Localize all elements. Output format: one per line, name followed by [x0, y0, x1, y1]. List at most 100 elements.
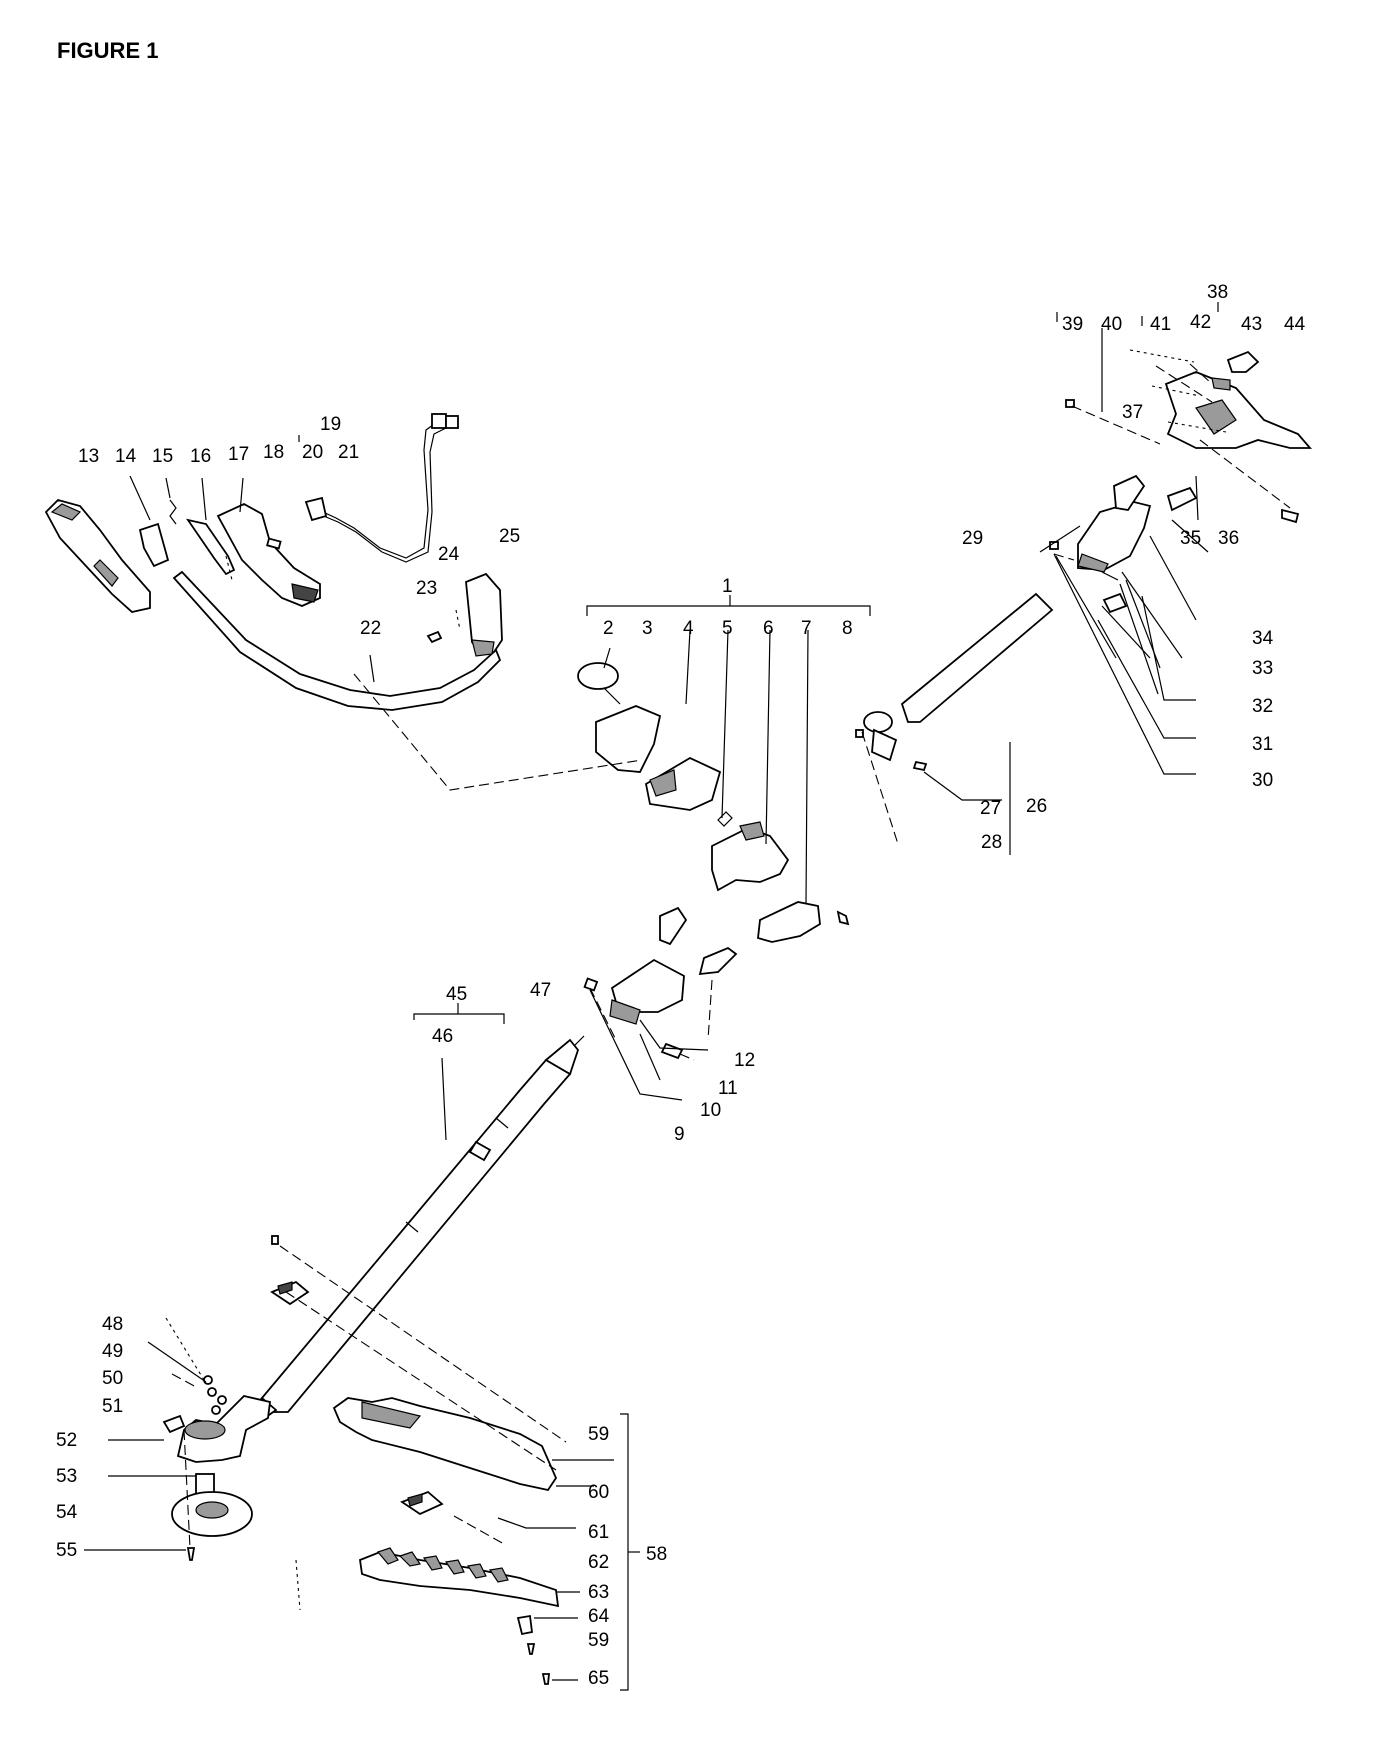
label-part-41: 41 — [1150, 314, 1171, 335]
spring-5 — [717, 811, 733, 827]
part-labels: 1 2 3 4 5 6 7 8 9 10 11 12 13 14 15 16 1… — [56, 282, 1306, 1689]
label-part-61: 61 — [588, 1522, 609, 1543]
label-part-31: 31 — [1252, 734, 1273, 755]
label-part-37: 37 — [1122, 402, 1143, 423]
shaft-insert-left — [659, 906, 688, 946]
shaft-housing-cover — [757, 901, 821, 943]
leader-lines — [84, 302, 1219, 1691]
label-part-24: 24 — [438, 544, 460, 565]
assembly-guide-lines — [165, 349, 1291, 1611]
label-part-1: 1 — [722, 576, 733, 597]
label-part-28: 28 — [981, 832, 1002, 853]
label-part-34: 34 — [1252, 628, 1274, 649]
nut-9 — [583, 977, 599, 992]
label-part-50: 50 — [102, 1368, 123, 1389]
bolt-32 — [1101, 571, 1119, 581]
throttle-lever — [185, 518, 236, 576]
insert-35 — [1113, 474, 1146, 511]
gear-head — [162, 1395, 271, 1463]
small-nut-39 — [1065, 399, 1075, 408]
drive-tube-29 — [900, 592, 1054, 723]
handle-housing-left — [44, 498, 151, 613]
label-part-43: 43 — [1241, 314, 1262, 335]
shaft-pin — [271, 1235, 279, 1245]
label-part-47: 47 — [530, 980, 551, 1001]
label-part-22: 22 — [360, 618, 381, 639]
label-part-65: 65 — [588, 1668, 609, 1689]
label-part-16: 16 — [190, 446, 211, 467]
label-part-33: 33 — [1252, 658, 1273, 679]
label-part-17: 17 — [228, 444, 249, 465]
screw-27 — [912, 760, 928, 772]
screw-8 — [836, 910, 850, 926]
label-part-40: 40 — [1101, 314, 1122, 335]
label-part-54: 54 — [56, 1502, 78, 1523]
guard-clamp-61 — [400, 1490, 444, 1516]
coupling-housing — [609, 958, 685, 1025]
label-part-20: 20 — [302, 442, 323, 463]
label-part-15: 15 — [152, 446, 173, 467]
insert-36 — [1166, 486, 1198, 512]
label-part-3: 3 — [642, 618, 653, 639]
knob-screw — [577, 662, 621, 705]
wire-harness — [304, 413, 459, 563]
label-part-11: 11 — [718, 1078, 738, 1099]
label-part-13: 13 — [78, 446, 99, 467]
label-part-21: 21 — [338, 442, 359, 463]
shaft-housing-upper — [711, 821, 790, 892]
label-part-14: 14 — [115, 446, 137, 467]
label-part-55: 55 — [56, 1540, 77, 1561]
bracket-knob — [1226, 350, 1260, 373]
loop-handle-bar — [172, 570, 502, 711]
trigger-spring — [169, 499, 177, 525]
grip-screw — [426, 630, 443, 644]
label-part-39: 39 — [1062, 314, 1083, 335]
label-part-58: 58 — [646, 1544, 667, 1565]
label-part-45: 45 — [446, 984, 467, 1005]
screw-59b — [526, 1643, 536, 1655]
clamp-cover — [595, 705, 662, 773]
label-part-8: 8 — [842, 618, 853, 639]
label-part-7: 7 — [801, 618, 812, 639]
bolt-11 — [660, 1042, 684, 1060]
label-part-32: 32 — [1252, 696, 1273, 717]
screw-65 — [541, 1673, 550, 1685]
label-part-26: 26 — [1026, 796, 1047, 817]
label-part-42: 42 — [1190, 312, 1211, 333]
label-part-2: 2 — [603, 618, 614, 639]
spacer-53 — [195, 1473, 215, 1495]
loop-handle-grip — [465, 572, 503, 657]
line-cutter-64 — [516, 1614, 533, 1636]
throttle-trigger — [138, 522, 170, 568]
screw-right — [1281, 508, 1300, 524]
label-part-62: 62 — [588, 1552, 609, 1573]
drive-shaft-tube — [260, 1035, 585, 1413]
label-part-25: 25 — [499, 526, 520, 547]
label-part-19: 19 — [320, 414, 341, 435]
guard-59 — [332, 1397, 558, 1492]
clip-31 — [1102, 592, 1128, 614]
label-part-27: 27 — [980, 798, 1001, 819]
label-part-59-second: 59 — [588, 1630, 609, 1651]
stop-switch — [266, 537, 282, 550]
clamp-housing — [644, 756, 722, 811]
page-title: FIGURE 1 — [57, 38, 159, 63]
bolt-55 — [186, 1547, 196, 1561]
label-part-52: 52 — [56, 1430, 77, 1451]
label-part-63: 63 — [588, 1582, 609, 1603]
label-part-9: 9 — [674, 1124, 685, 1145]
label-part-4: 4 — [683, 618, 694, 639]
label-part-12: 12 — [734, 1050, 755, 1071]
label-part-5: 5 — [722, 618, 733, 639]
label-part-59: 59 — [588, 1424, 609, 1445]
hanger-ring — [855, 711, 898, 762]
guard-skirt-62 — [359, 1547, 560, 1608]
label-part-36: 36 — [1218, 528, 1239, 549]
engine-bracket — [1164, 371, 1312, 449]
gear-screws — [203, 1375, 227, 1415]
label-part-44: 44 — [1284, 314, 1306, 335]
label-part-23: 23 — [416, 578, 437, 599]
wedge-12 — [698, 946, 738, 976]
label-part-64: 64 — [588, 1606, 610, 1627]
